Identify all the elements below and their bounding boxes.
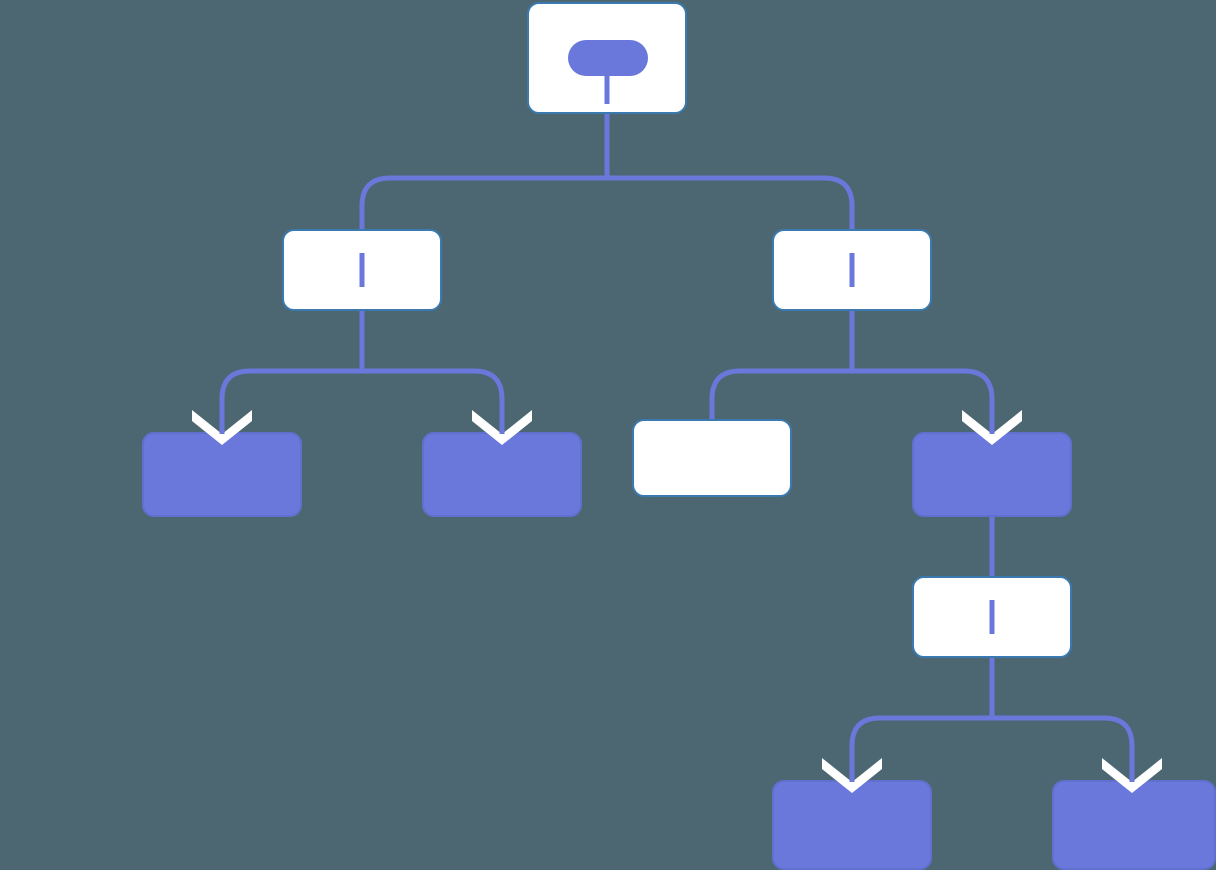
connector-edge xyxy=(362,368,505,440)
diagram-node-n-l1[interactable] xyxy=(282,229,442,311)
diagram-node-n-r2b[interactable] xyxy=(912,432,1072,517)
diagram-node-n-r1[interactable] xyxy=(772,229,932,311)
connector-edge xyxy=(709,368,852,419)
diagram-node-n-r3[interactable] xyxy=(912,576,1072,658)
diagram-node-root[interactable] xyxy=(527,2,687,114)
diagram-node-n-r4a[interactable] xyxy=(772,780,932,870)
diagram-node-n-r2a[interactable] xyxy=(632,419,792,497)
diagram-node-n-l2a[interactable] xyxy=(142,432,302,517)
connector-edge xyxy=(992,715,1135,788)
diagram-node-n-r4b[interactable] xyxy=(1052,780,1216,870)
connector-edge xyxy=(607,175,855,229)
connector-edge xyxy=(852,368,995,440)
node-pill-badge xyxy=(568,40,648,76)
diagram-node-n-l2b[interactable] xyxy=(422,432,582,517)
connector-edge xyxy=(219,368,362,440)
connector-edge xyxy=(849,715,992,788)
connector-edge xyxy=(359,175,607,229)
